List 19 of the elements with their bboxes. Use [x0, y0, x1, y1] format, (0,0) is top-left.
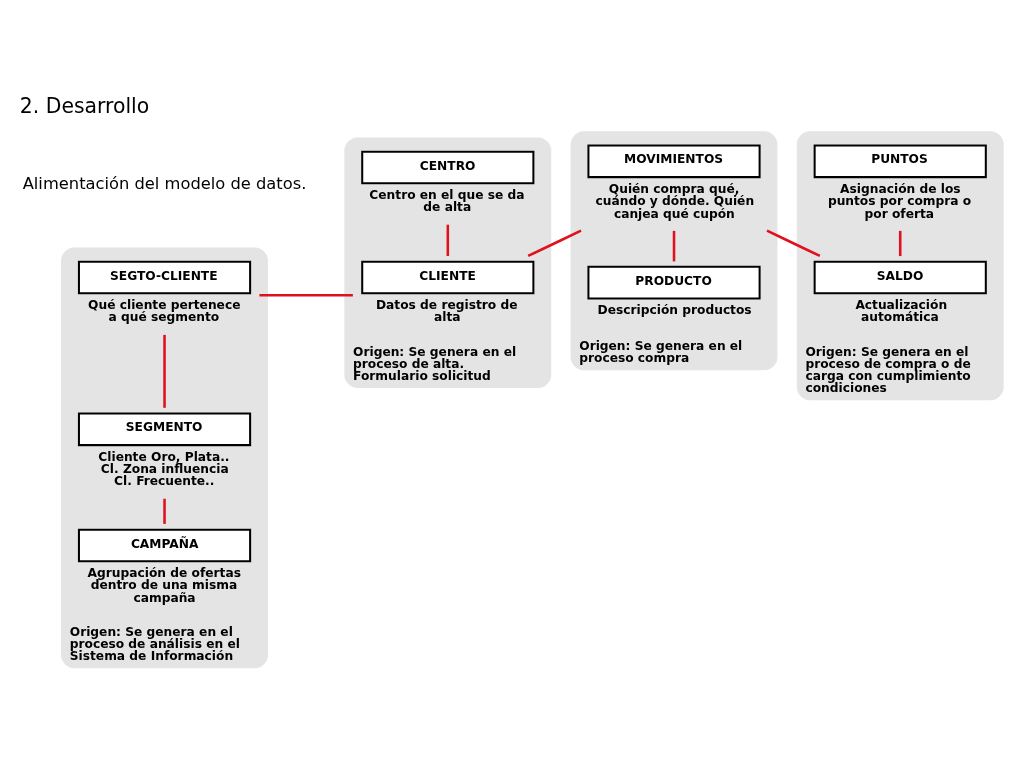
- connector: [163, 334, 166, 408]
- connector: [898, 230, 902, 256]
- node-label: Descripción productos: [597, 302, 752, 317]
- diagram-title: 2. Desarrollo: [19, 93, 150, 118]
- connector: [527, 229, 582, 257]
- node-label: Asignación de los puntos por compra o por oferta: [827, 181, 972, 220]
- node-label: Agrupación de ofertas dentro de una misma campaña: [87, 565, 241, 605]
- connector: [163, 498, 166, 524]
- node-label: Quién compra qué, cuándo y dónde. Quién canjea qué cupón: [595, 181, 755, 220]
- node-label: Centro en el que se da de alta: [369, 187, 525, 214]
- connector: [766, 229, 821, 257]
- label: Alimentación del modelo de datos.: [22, 173, 307, 193]
- node-label: Cliente Oro, Plata.. Cl. Zona influencia Cl. Frecuente..: [98, 449, 230, 488]
- connector: [259, 293, 353, 297]
- node-label: Actualización automática: [855, 297, 948, 324]
- node-label: Qué cliente pertenece a qué segmento: [88, 297, 241, 324]
- connector: [672, 230, 676, 261]
- connector: [446, 224, 450, 256]
- node-label: Datos de registro de alta: [375, 297, 518, 324]
